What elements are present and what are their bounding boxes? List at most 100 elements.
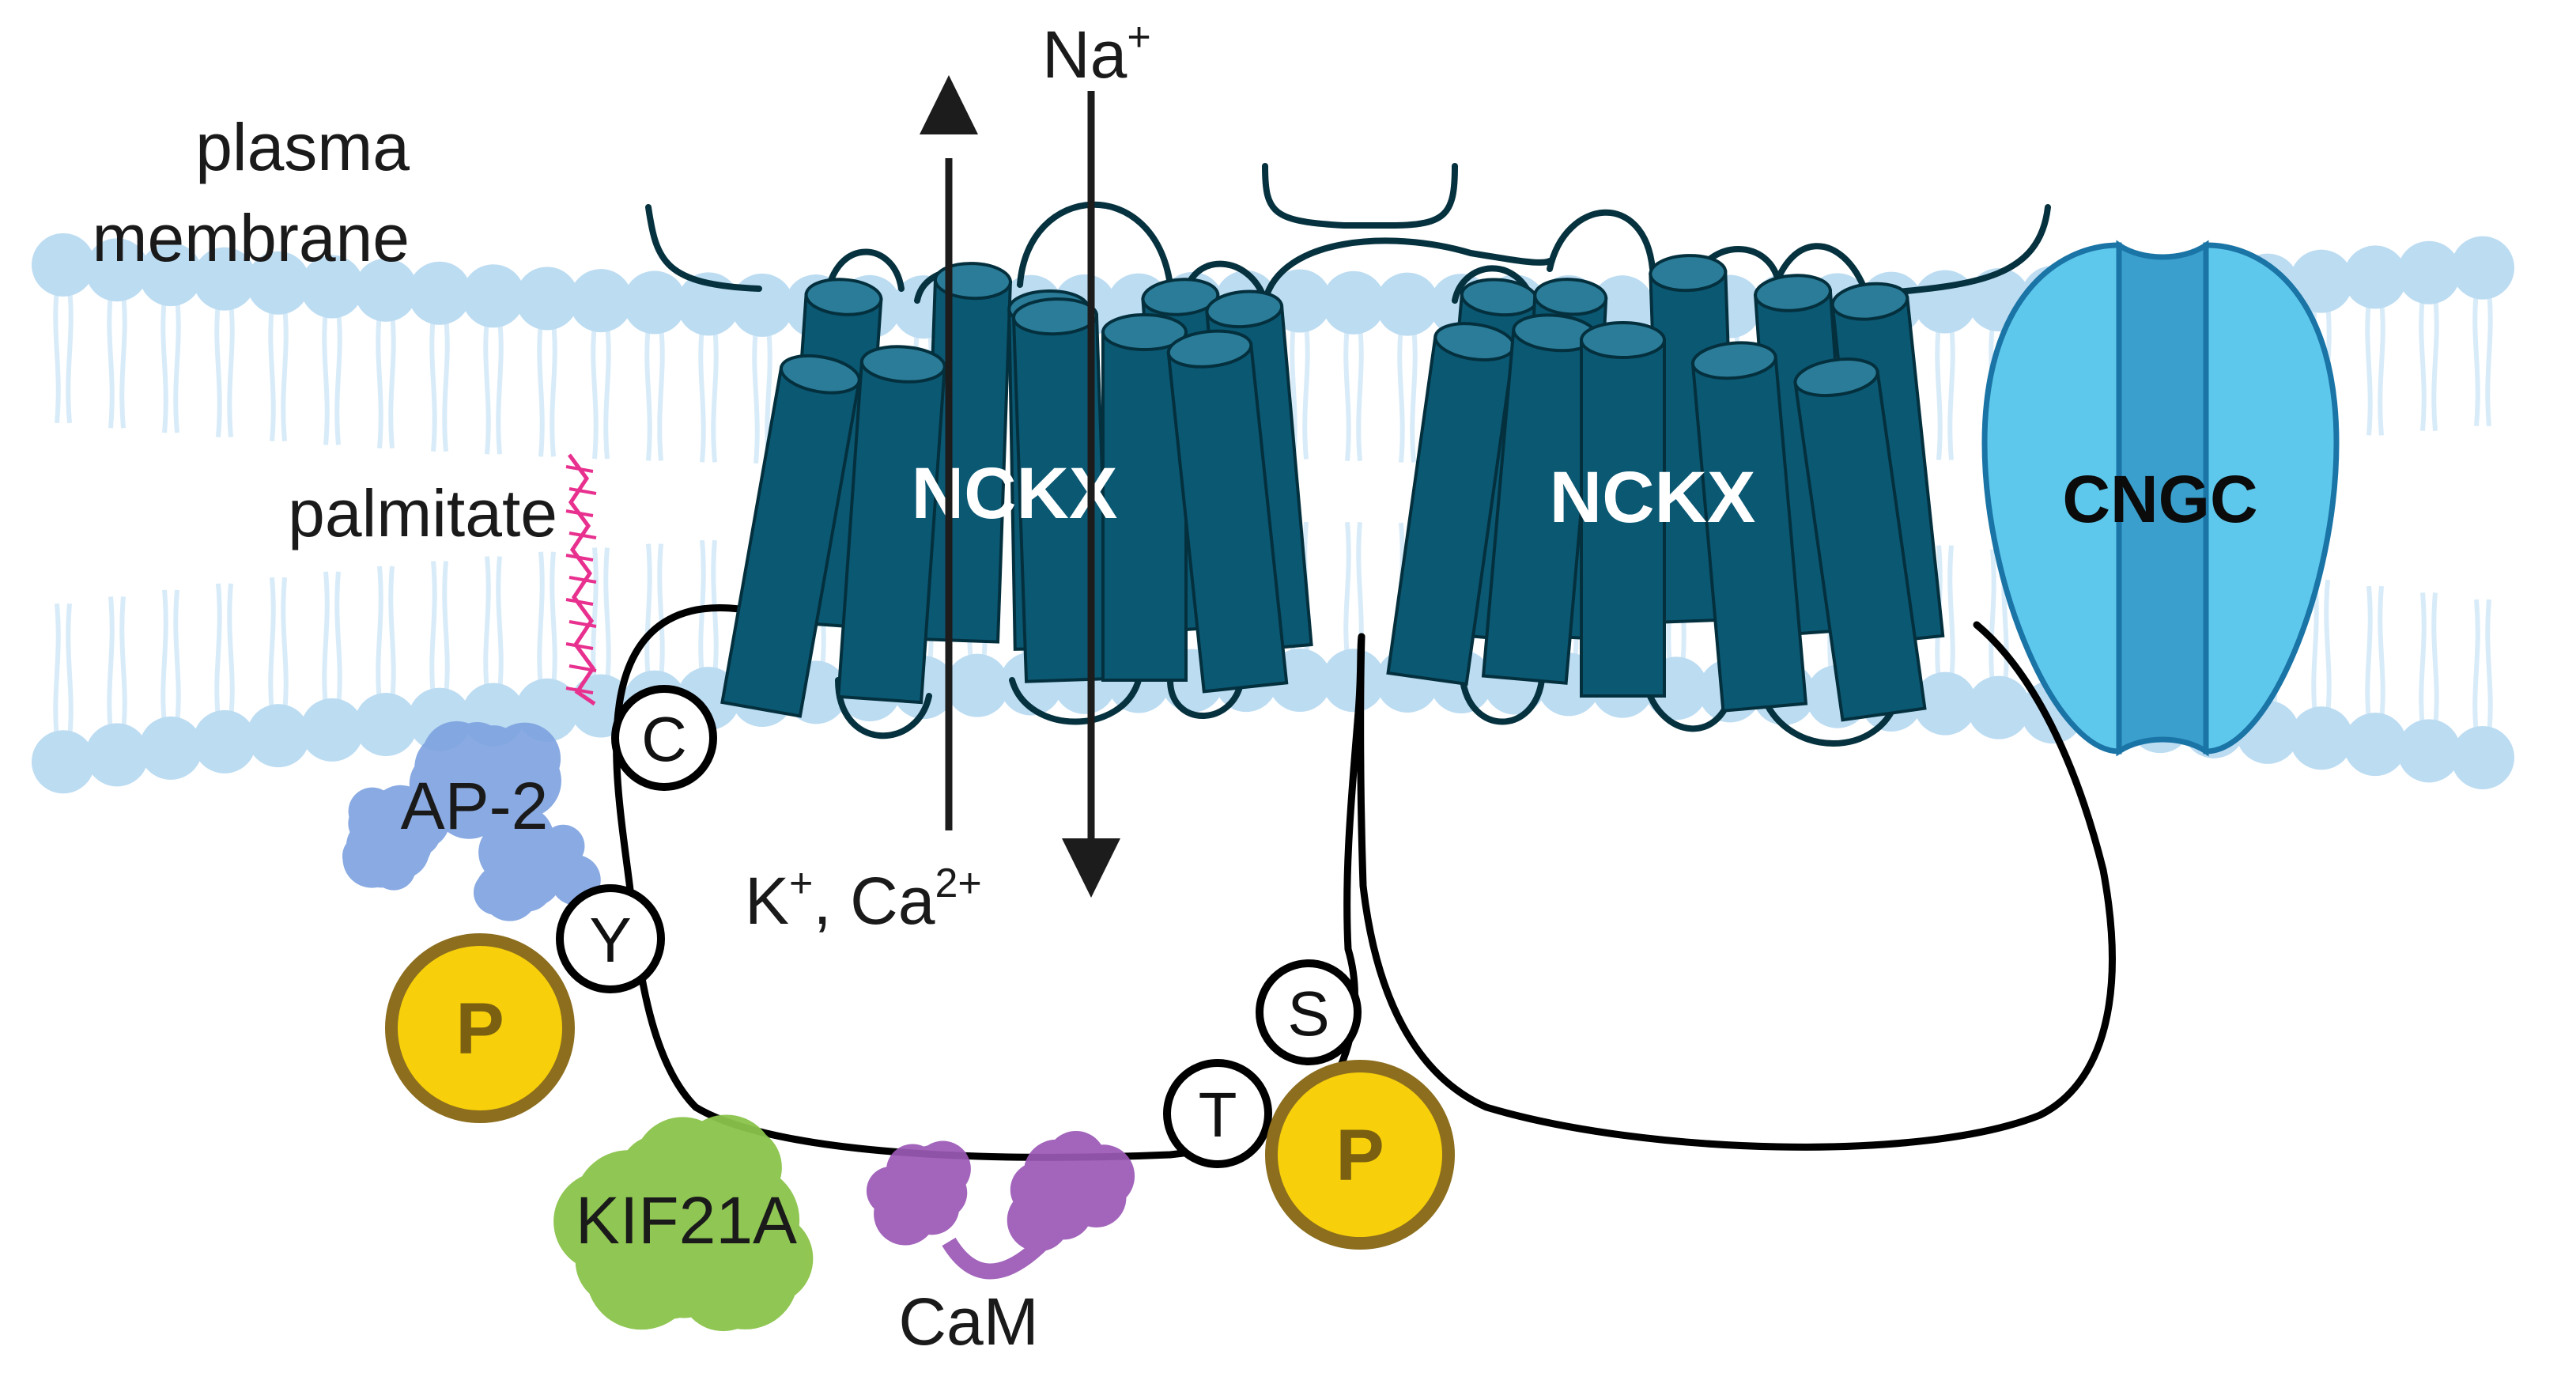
lipid-tail	[496, 319, 504, 455]
lipid-tail	[442, 316, 450, 452]
palmitate-branch	[565, 686, 594, 694]
lipid-tail	[1935, 325, 1943, 460]
blob-lobe	[489, 805, 554, 871]
transmembrane-helices	[720, 254, 1945, 722]
lipid-head	[247, 704, 310, 768]
lipid-head	[139, 716, 202, 780]
phospho-label-1: P	[455, 989, 504, 1069]
lipid-tail	[376, 313, 383, 449]
blob-lobe	[432, 766, 505, 839]
lipid-tail	[376, 565, 383, 702]
palmitate-branch	[568, 487, 597, 495]
helix	[720, 354, 861, 718]
lipid-head	[462, 264, 525, 328]
lipid-head	[32, 730, 95, 794]
cam-linker	[942, 1235, 1050, 1280]
helix	[1793, 357, 1927, 722]
lipid-tail	[388, 565, 396, 702]
helix-top	[1011, 297, 1098, 336]
palmitate-zigzag	[567, 453, 596, 706]
lipid-tail	[698, 327, 706, 463]
nckx-left-label: NCKX	[912, 453, 1118, 534]
lipid-tail	[66, 603, 74, 739]
lipid-tail	[2431, 296, 2439, 431]
palmitate-branch	[568, 576, 597, 584]
lipid-head	[1376, 272, 1439, 336]
ext-loop-6	[1547, 209, 1656, 272]
lipid-head	[193, 247, 256, 311]
lipid-tail	[2365, 301, 2373, 436]
lipid-tail	[268, 306, 276, 442]
nckx-right-label: NCKX	[1550, 457, 1756, 538]
lipid-head	[85, 723, 149, 787]
lipid-head	[623, 270, 686, 335]
blob-lobe	[880, 1174, 942, 1235]
palmitate-label: palmitate	[288, 476, 557, 550]
cytoplasmic-loops	[613, 604, 2116, 1161]
lipid-tail	[496, 556, 504, 691]
helix	[1166, 329, 1289, 694]
phospho-tyr: P	[385, 933, 575, 1123]
lipid-tail	[161, 297, 168, 433]
lipid-head	[2290, 706, 2353, 770]
lipid-tail	[281, 306, 289, 442]
lipid-head	[1967, 675, 2030, 739]
linker-loop	[1262, 237, 1553, 304]
lipid-tail	[107, 293, 115, 429]
kif21a-label: KIF21A	[576, 1183, 797, 1258]
helix-top	[859, 345, 946, 384]
lipid-head	[354, 693, 417, 757]
na-ion-label: Na+	[1042, 14, 1151, 92]
lipid-head	[2344, 245, 2407, 309]
helix	[1580, 321, 1666, 698]
lipid-tail	[107, 596, 115, 732]
kif21a-motor-icon	[553, 1114, 814, 1332]
lipid-head	[2451, 236, 2514, 300]
lipid-tail	[227, 583, 235, 719]
cngc-left-lobe	[1981, 242, 2122, 755]
palmitate-branch	[568, 531, 597, 539]
residue-thr: T	[1163, 1059, 1272, 1168]
lipid-tail	[2365, 585, 2373, 721]
k-ca-ion-label: K+, Ca2+	[745, 860, 982, 938]
blob-lobe	[1044, 1163, 1102, 1221]
lipid-tail	[550, 551, 557, 687]
lipid-tail	[442, 561, 450, 696]
influx-arrowhead	[1062, 838, 1120, 898]
palmitate-branch	[568, 620, 597, 628]
lipid-head	[32, 233, 95, 297]
residue-cys: C	[611, 685, 717, 791]
lipid-tail	[2485, 599, 2493, 735]
helix	[837, 345, 946, 705]
lipid-tail	[644, 543, 652, 679]
lipid-tail	[214, 302, 222, 437]
lipid-tail	[334, 571, 342, 707]
helix-top	[1830, 282, 1909, 321]
palmitate-hydrogens	[565, 465, 597, 694]
lipid-tail	[429, 316, 437, 452]
c-terminal-tail	[1887, 204, 2051, 296]
lipid-head	[1322, 649, 1385, 713]
int-loop-6	[1760, 693, 1901, 747]
residue-tyr: Y	[556, 884, 665, 993]
lipid-tail	[388, 313, 396, 449]
membrane-label-line1: plasma	[195, 110, 410, 184]
blob-lobe	[367, 819, 421, 872]
int-loop-1	[835, 677, 932, 739]
lipid-tail	[2311, 580, 2319, 715]
lipid-tail	[1397, 327, 1405, 463]
palmitate-branch	[565, 509, 594, 517]
phospho-label-2: P	[1335, 1115, 1384, 1196]
lipid-tail	[483, 319, 491, 455]
lipid-head	[2397, 240, 2461, 304]
lipid-tail	[711, 327, 719, 463]
lipid-head	[2290, 249, 2353, 313]
residue-s-label: S	[1287, 978, 1329, 1049]
cngc-right-lobe	[2203, 242, 2340, 755]
lipid-tail	[2419, 296, 2427, 431]
lipid-tail	[603, 547, 611, 683]
lipid-tail	[334, 310, 342, 445]
cngc-channel: CNGC	[1981, 240, 2340, 757]
helix-top	[1754, 274, 1832, 312]
residue-ser: S	[1256, 959, 1362, 1065]
